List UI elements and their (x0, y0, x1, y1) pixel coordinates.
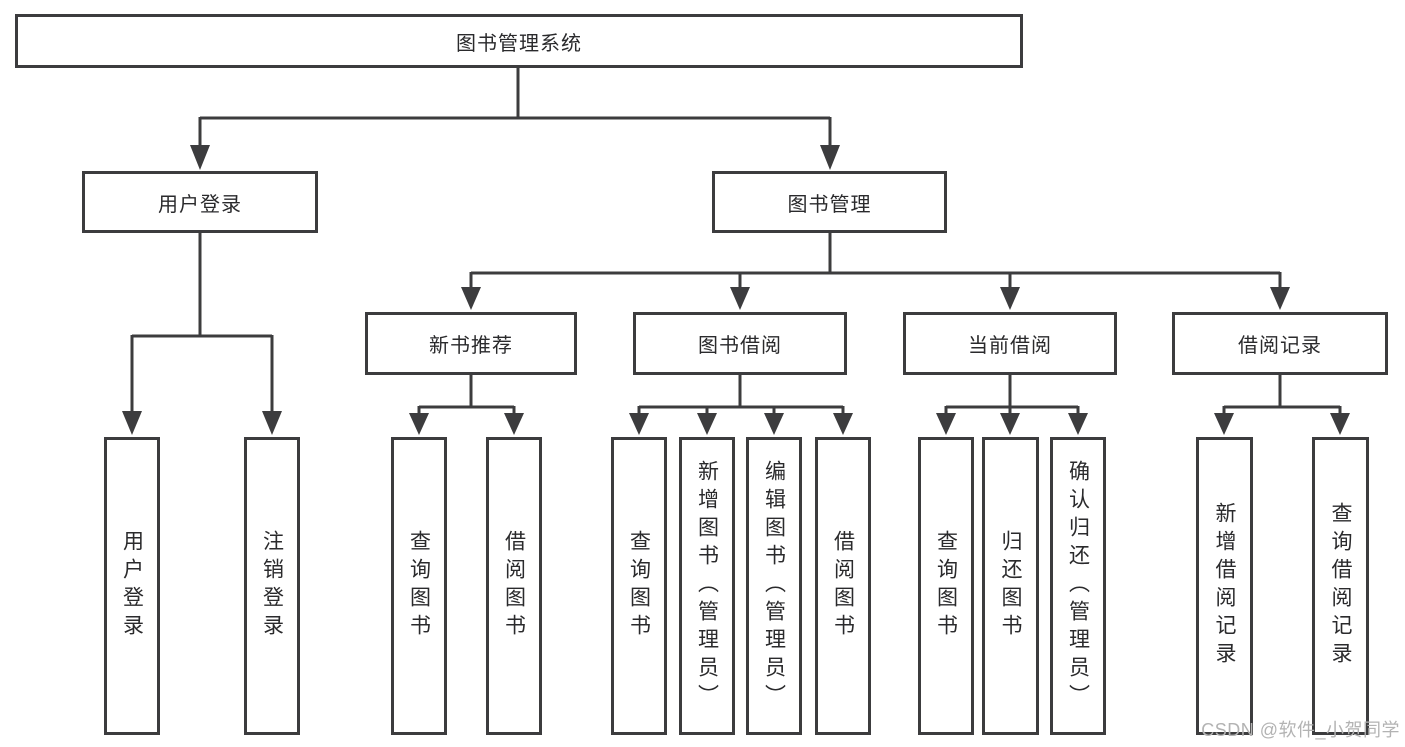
node-book-borrow-label: 图书借阅 (698, 335, 782, 357)
node-borrow-records: 借阅记录 (1172, 312, 1388, 375)
leaf-newbooks-borrow-books: 借阅图书 (486, 437, 542, 735)
leaf-currentborrow-query-books-label: 查询图书 (934, 530, 958, 642)
node-user-login: 用户登录 (82, 171, 318, 233)
leaf-currentborrow-confirm-return-admin-label: 确认归还（管理员） (1066, 460, 1090, 712)
leaf-currentborrow-confirm-return-admin: 确认归还（管理员） (1050, 437, 1106, 735)
node-root-label: 图书管理系统 (456, 32, 582, 55)
leaf-currentborrow-return-books: 归还图书 (982, 437, 1039, 735)
leaf-currentborrow-query-books: 查询图书 (918, 437, 974, 735)
leaf-records-query-borrow-record: 查询借阅记录 (1312, 437, 1369, 735)
leaf-records-query-borrow-record-label: 查询借阅记录 (1329, 502, 1352, 670)
leaf-bookborrow-edit-books-admin: 编辑图书（管理员） (746, 437, 802, 735)
leaf-bookborrow-add-books-admin: 新增图书（管理员） (679, 437, 735, 735)
leaf-user-login: 用户登录 (104, 437, 160, 735)
leaf-logout: 注销登录 (244, 437, 300, 735)
node-book-management-label: 图书管理 (787, 193, 872, 216)
leaf-bookborrow-query-books: 查询图书 (611, 437, 667, 735)
leaf-logout-label: 注销登录 (260, 530, 284, 642)
leaf-newbooks-query-books-label: 查询图书 (407, 530, 431, 642)
leaf-newbooks-query-books: 查询图书 (391, 437, 447, 735)
leaf-bookborrow-borrow-books-label: 借阅图书 (831, 530, 855, 642)
node-book-borrow: 图书借阅 (633, 312, 847, 375)
node-new-book-recommend-label: 新书推荐 (429, 335, 513, 357)
node-book-management: 图书管理 (712, 171, 947, 233)
node-new-book-recommend: 新书推荐 (365, 312, 577, 375)
leaf-bookborrow-borrow-books: 借阅图书 (815, 437, 871, 735)
node-user-login-label: 用户登录 (158, 193, 242, 216)
node-current-borrow: 当前借阅 (903, 312, 1117, 375)
node-borrow-records-label: 借阅记录 (1238, 335, 1322, 357)
leaf-bookborrow-edit-books-admin-label: 编辑图书（管理员） (762, 460, 786, 712)
node-current-borrow-label: 当前借阅 (968, 335, 1052, 357)
leaf-newbooks-borrow-books-label: 借阅图书 (502, 530, 526, 642)
node-root-library-system: 图书管理系统 (15, 14, 1023, 68)
csdn-watermark: CSDN @软件_小贺同学 (1201, 720, 1400, 740)
leaf-bookborrow-add-books-admin-label: 新增图书（管理员） (695, 460, 719, 712)
leaf-currentborrow-return-books-label: 归还图书 (999, 530, 1022, 642)
leaf-user-login-label: 用户登录 (120, 530, 144, 642)
leaf-records-add-borrow-record-label: 新增借阅记录 (1213, 502, 1236, 670)
leaf-records-add-borrow-record: 新增借阅记录 (1196, 437, 1253, 735)
leaf-bookborrow-query-books-label: 查询图书 (627, 530, 651, 642)
